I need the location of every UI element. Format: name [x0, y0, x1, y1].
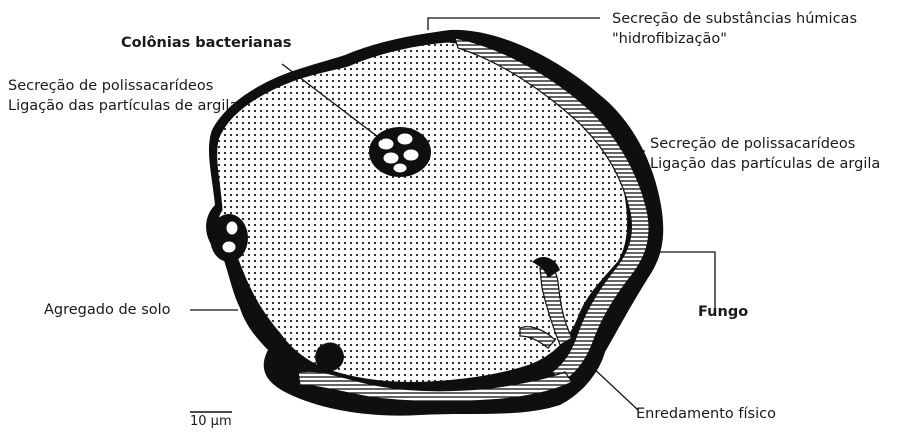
label-entanglement: Enredamento físico: [636, 404, 776, 424]
bacterial-colony-left: [210, 214, 248, 262]
label-poly-right-line2: Ligação das partículas de argila: [650, 154, 880, 174]
scale-bar-label: 10 µm: [190, 412, 232, 432]
leader-entanglement: [590, 365, 638, 410]
bacterial-colony-center: [369, 127, 431, 177]
label-humic-line1: Secreção de substâncias húmicas: [612, 9, 857, 29]
leader-humic: [428, 18, 600, 30]
label-humic-line2: "hidrofibização": [612, 29, 727, 49]
label-poly-left-line1: Secreção de polissacarídeos: [8, 76, 213, 96]
label-colonies: Colônias bacterianas: [121, 33, 291, 53]
label-poly-right-line1: Secreção de polissacarídeos: [650, 134, 855, 154]
label-poly-left-line2: Ligação das partículas de argila: [8, 96, 238, 116]
label-aggregate: Agregado de solo: [44, 300, 171, 320]
label-fungus: Fungo: [698, 302, 748, 322]
